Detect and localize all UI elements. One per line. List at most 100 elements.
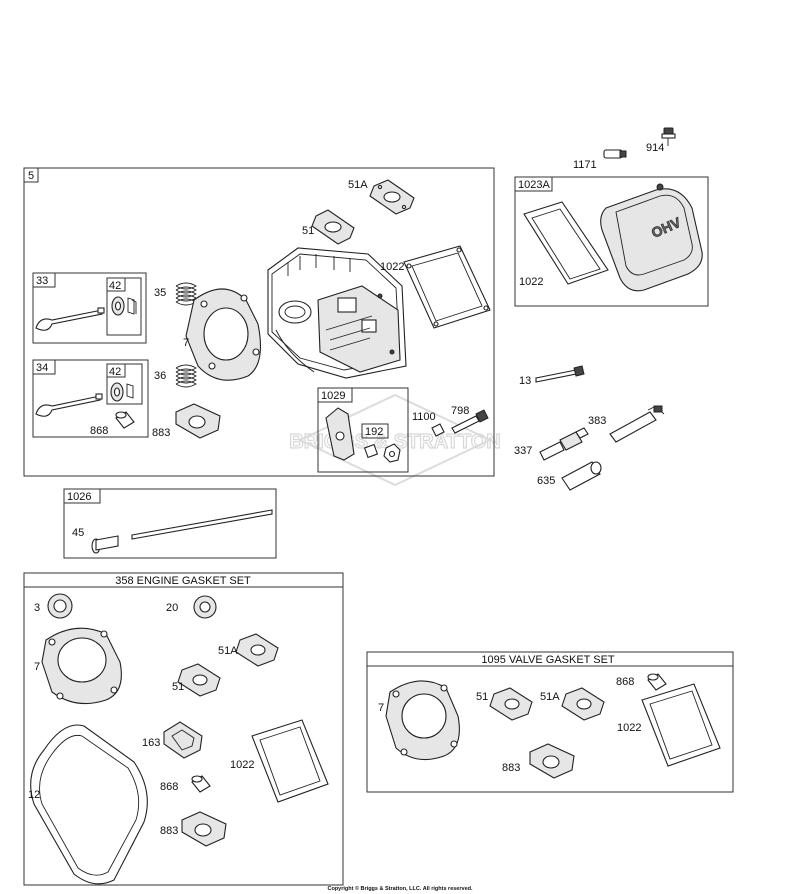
part-383-spark-plug-boot[interactable]: 383 <box>588 405 665 443</box>
box-1029-label: 1029 <box>321 390 345 402</box>
label-798: 798 <box>451 405 469 417</box>
intake-valve-group: 33 42 <box>32 272 147 344</box>
egs-label-20: 20 <box>166 602 178 614</box>
label-337: 337 <box>514 445 532 457</box>
vgs-part-51A-gasket[interactable]: 51A <box>540 687 605 721</box>
box-33-label: 33 <box>36 275 48 287</box>
part-42-retainer-a[interactable] <box>111 296 137 316</box>
part-1029-rocker-arm[interactable] <box>325 407 355 461</box>
label-45: 45 <box>72 527 84 539</box>
egs-part-163-gasket[interactable]: 163 <box>142 721 203 759</box>
pushrod-group: 1026 45 <box>63 488 277 559</box>
label-51: 51 <box>302 225 314 237</box>
label-13: 13 <box>519 375 531 387</box>
box-33-frame <box>32 272 147 344</box>
box-42-label-b: 42 <box>109 366 121 378</box>
part-1022-cover-gasket[interactable]: 1022 <box>519 201 609 288</box>
part-13-bolt[interactable]: 13 <box>519 365 585 387</box>
engine-gasket-set-group: 358 ENGINE GASKET SET 3 20 51A 7 51 <box>23 572 344 886</box>
label-35: 35 <box>154 287 166 299</box>
part-36-valve-spring[interactable]: 36 <box>154 364 197 388</box>
label-868-head: 868 <box>90 425 108 437</box>
vgs-label-7: 7 <box>378 702 384 714</box>
vgs-part-868-cap[interactable]: 868 <box>616 673 667 691</box>
egs-part-3-seal[interactable]: 3 <box>34 593 73 619</box>
label-1100: 1100 <box>412 411 436 423</box>
part-7-head-gasket[interactable]: 7 <box>183 288 261 381</box>
vgs-part-51-gasket[interactable]: 51 <box>476 687 533 721</box>
part-798-screw[interactable]: 798 <box>451 405 489 434</box>
box-192-label: 192 <box>365 426 383 438</box>
box-42-label-a: 42 <box>109 280 121 292</box>
valve-cover-group: 1023A 1022 OHV <box>514 176 709 307</box>
box-1023A-frame <box>514 176 709 307</box>
rocker-arm-group: 1029 192 <box>317 387 409 473</box>
vgs-part-883-gasket[interactable]: 883 <box>502 743 575 779</box>
label-1022-head: 1022 <box>380 261 404 273</box>
label-383: 383 <box>588 415 606 427</box>
part-914-bolt[interactable]: 914 <box>646 127 676 154</box>
part-883-gasket[interactable]: 883 <box>152 403 221 439</box>
box-5-frame <box>23 167 495 477</box>
box-34-label: 34 <box>36 362 48 374</box>
exhaust-valve-group: 34 42 868 <box>32 359 149 438</box>
box-192-frame <box>361 423 389 439</box>
label-883-head: 883 <box>152 427 170 439</box>
cylinder-head[interactable] <box>267 247 407 379</box>
cylinder-head-group: 5 51A 51 1022 <box>23 167 495 477</box>
engine-gasket-set-title: 358 ENGINE GASKET SET <box>115 575 251 587</box>
egs-label-12: 12 <box>28 789 40 801</box>
egs-part-7-head-gasket[interactable]: 7 <box>34 627 122 705</box>
vgs-label-51: 51 <box>476 691 488 703</box>
part-1100-stud[interactable]: 1100 <box>412 411 445 437</box>
valve-gasket-set-title: 1095 VALVE GASKET SET <box>481 654 615 666</box>
egs-label-3: 3 <box>34 602 40 614</box>
part-1022-rocker-gasket[interactable] <box>403 245 491 329</box>
label-7-head: 7 <box>183 337 189 349</box>
egs-label-163: 163 <box>142 737 160 749</box>
part-337-spark-plug[interactable]: 337 <box>514 427 589 461</box>
egs-part-51-gasket[interactable]: 51 <box>172 663 221 697</box>
box-1029-frame <box>317 387 409 473</box>
label-914: 914 <box>646 142 664 154</box>
vgs-label-868: 868 <box>616 676 634 688</box>
egs-label-868: 868 <box>160 781 178 793</box>
part-35-valve-spring[interactable]: 35 <box>154 282 197 306</box>
egs-part-12-crankcase-gasket[interactable]: 12 <box>28 724 148 885</box>
part-42-retainer-b[interactable] <box>110 382 134 402</box>
egs-part-20-seal[interactable]: 20 <box>166 595 217 619</box>
part-635-boot[interactable]: 635 <box>537 461 602 491</box>
egs-label-51: 51 <box>172 681 184 693</box>
vgs-label-51A: 51A <box>540 691 560 703</box>
box-5-label: 5 <box>28 170 34 182</box>
copyright-text: Copyright © Briggs & Stratton, LLC. All … <box>327 885 473 892</box>
egs-label-51A: 51A <box>218 645 238 657</box>
part-51A-gasket[interactable]: 51A <box>348 179 415 215</box>
label-1171: 1171 <box>573 159 597 171</box>
part-34-exhaust-valve[interactable] <box>35 393 103 417</box>
part-45-pin[interactable]: 45 <box>72 527 119 554</box>
part-1023A-valve-cover[interactable]: OHV <box>600 183 703 292</box>
part-868-valve-cap[interactable]: 868 <box>90 411 135 437</box>
egs-part-883-gasket[interactable]: 883 <box>160 811 227 847</box>
egs-part-1022-gasket[interactable]: 1022 <box>230 719 329 803</box>
vgs-part-7-head-gasket[interactable]: 7 <box>378 680 460 761</box>
box-1023A-label: 1023A <box>518 179 550 191</box>
label-635: 635 <box>537 475 555 487</box>
vgs-label-883: 883 <box>502 762 520 774</box>
part-51-gasket[interactable]: 51 <box>302 209 355 245</box>
part-33-intake-valve[interactable] <box>35 307 105 331</box>
label-1022-cover: 1022 <box>519 276 543 288</box>
box-1026-frame <box>63 488 277 559</box>
egs-part-51A-gasket[interactable]: 51A <box>218 633 279 667</box>
egs-label-883: 883 <box>160 825 178 837</box>
box-1026-label: 1026 <box>67 491 91 503</box>
vgs-part-1022-gasket[interactable]: 1022 <box>617 683 721 767</box>
part-1026-pushrod[interactable] <box>131 509 273 540</box>
valve-gasket-set-group: 1095 VALVE GASKET SET 7 51 51A 868 1022 <box>366 651 734 793</box>
valve-gasket-set-frame <box>366 651 734 793</box>
egs-part-868-cap[interactable]: 868 <box>160 775 211 793</box>
part-1171-fitting[interactable]: 1171 <box>573 149 627 171</box>
part-192-rocker-nut[interactable] <box>363 443 401 463</box>
